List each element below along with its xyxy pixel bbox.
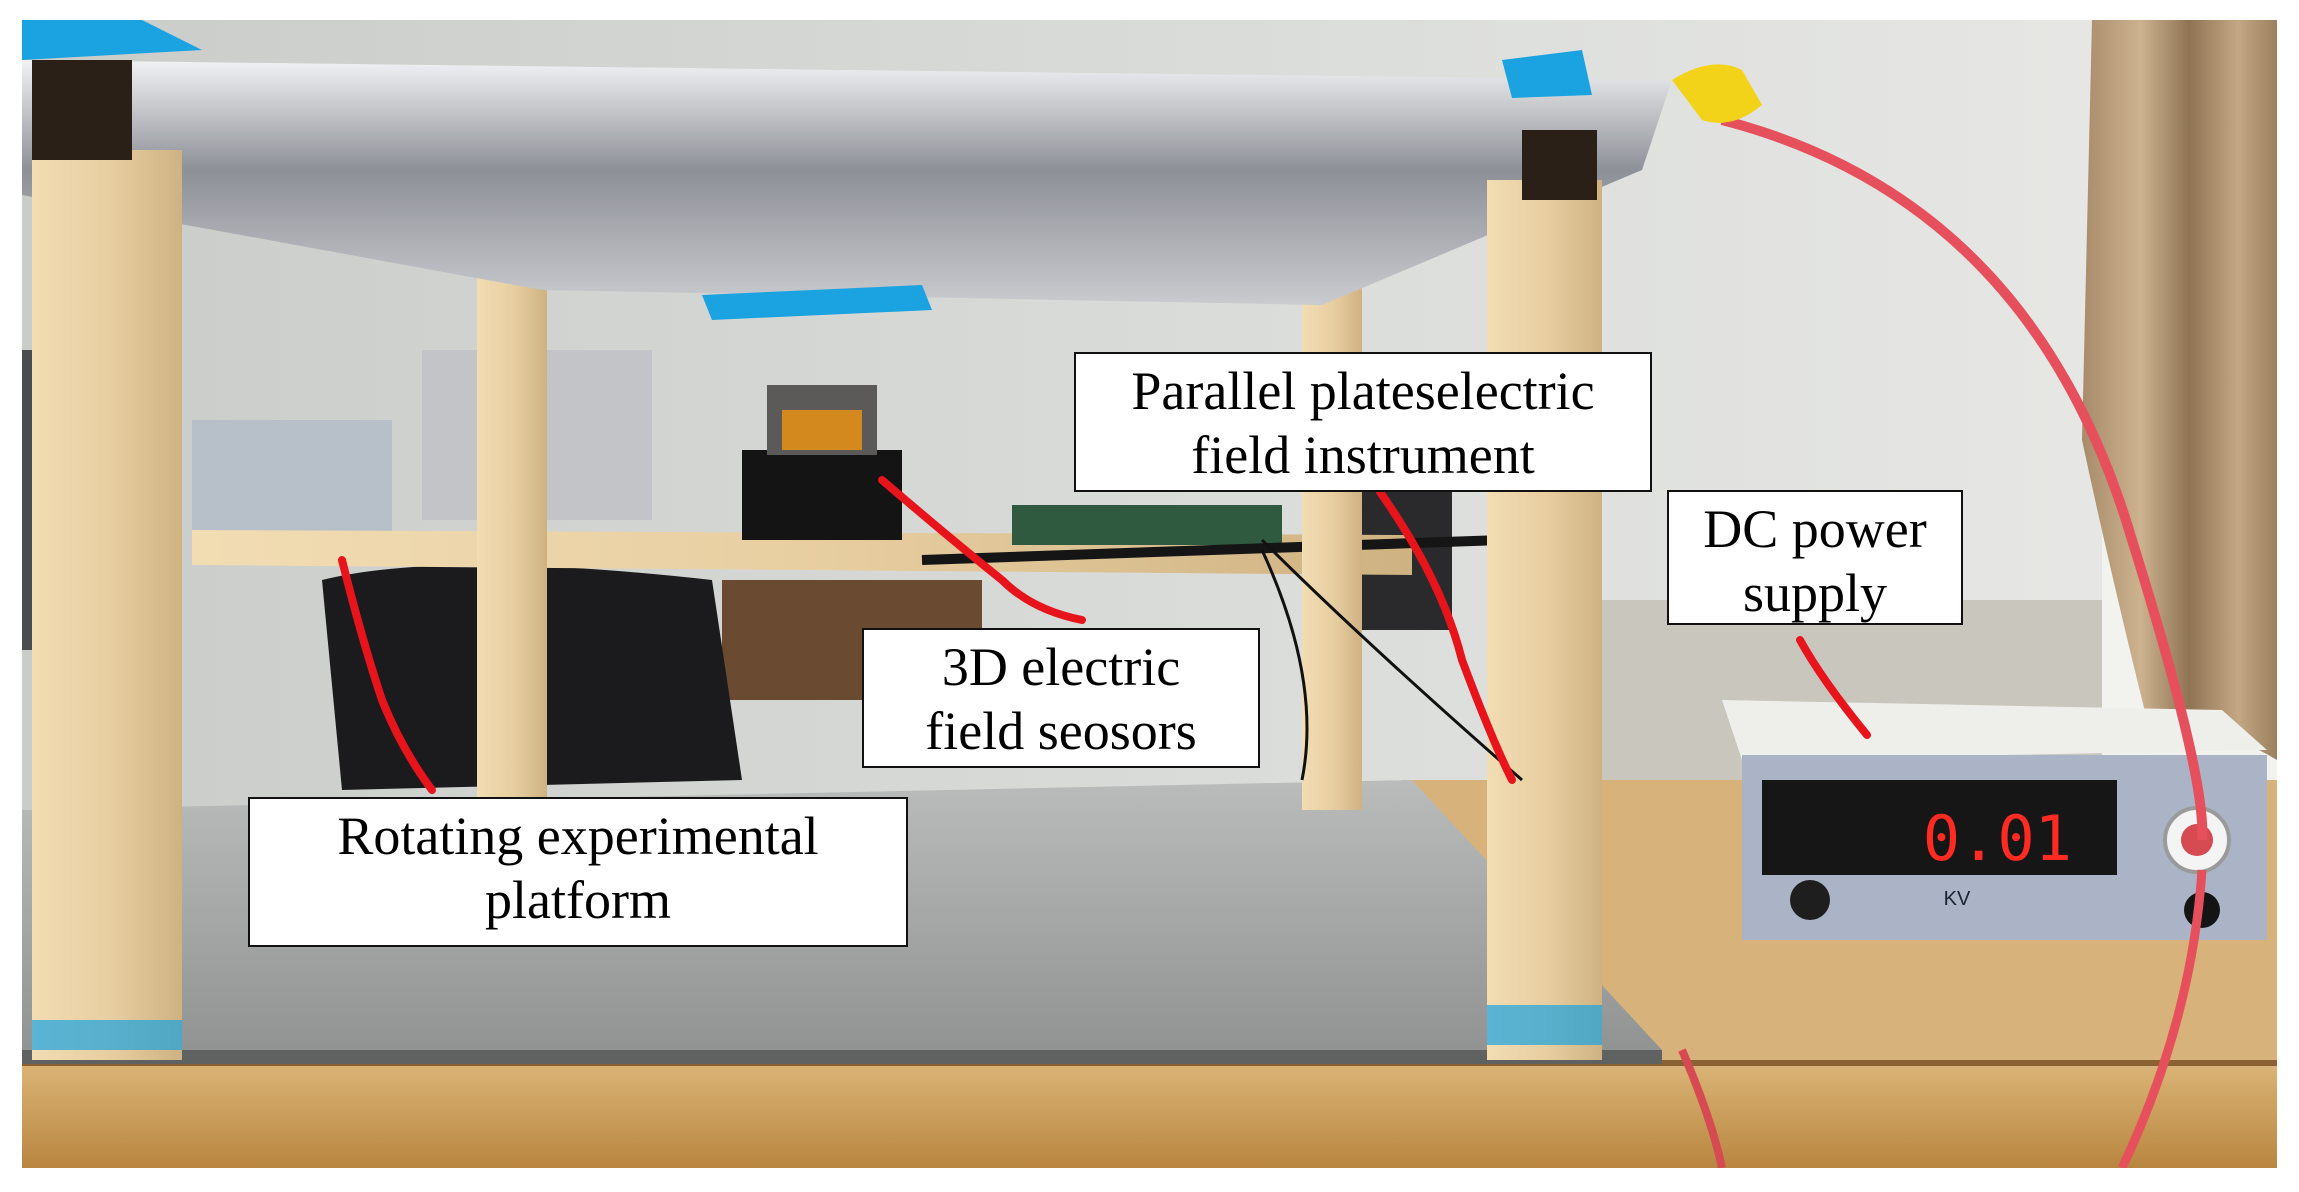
pointer-dc-power xyxy=(1796,636,1871,739)
label-parallel-plates-line1: Parallel plateselectric xyxy=(1131,361,1595,421)
label-parallel-plates: Parallel plateselectric field instrument xyxy=(1074,352,1652,492)
pointer-platform xyxy=(338,556,436,794)
label-platform: Rotating experimental platform xyxy=(248,797,908,947)
label-dc-power-line1: DC power xyxy=(1703,499,1927,559)
meter-unit: KV xyxy=(1944,888,1971,910)
label-platform-line1: Rotating experimental xyxy=(337,806,819,866)
label-platform-line2: platform xyxy=(485,869,671,930)
label-sensors-line1: 3D electric xyxy=(941,637,1181,697)
label-sensors: 3D electric field seosors xyxy=(862,628,1260,768)
label-sensors-line2: field seosors xyxy=(925,700,1197,761)
pointer-sensors xyxy=(878,476,1086,624)
label-parallel-plates-line2: field instrument xyxy=(1191,424,1535,485)
meter-reading: 0.01 xyxy=(1923,802,2072,875)
label-dc-power: DC power supply xyxy=(1667,490,1963,625)
pointer-parallel-plates xyxy=(1376,488,1516,784)
label-dc-power-line2: supply xyxy=(1742,562,1888,623)
